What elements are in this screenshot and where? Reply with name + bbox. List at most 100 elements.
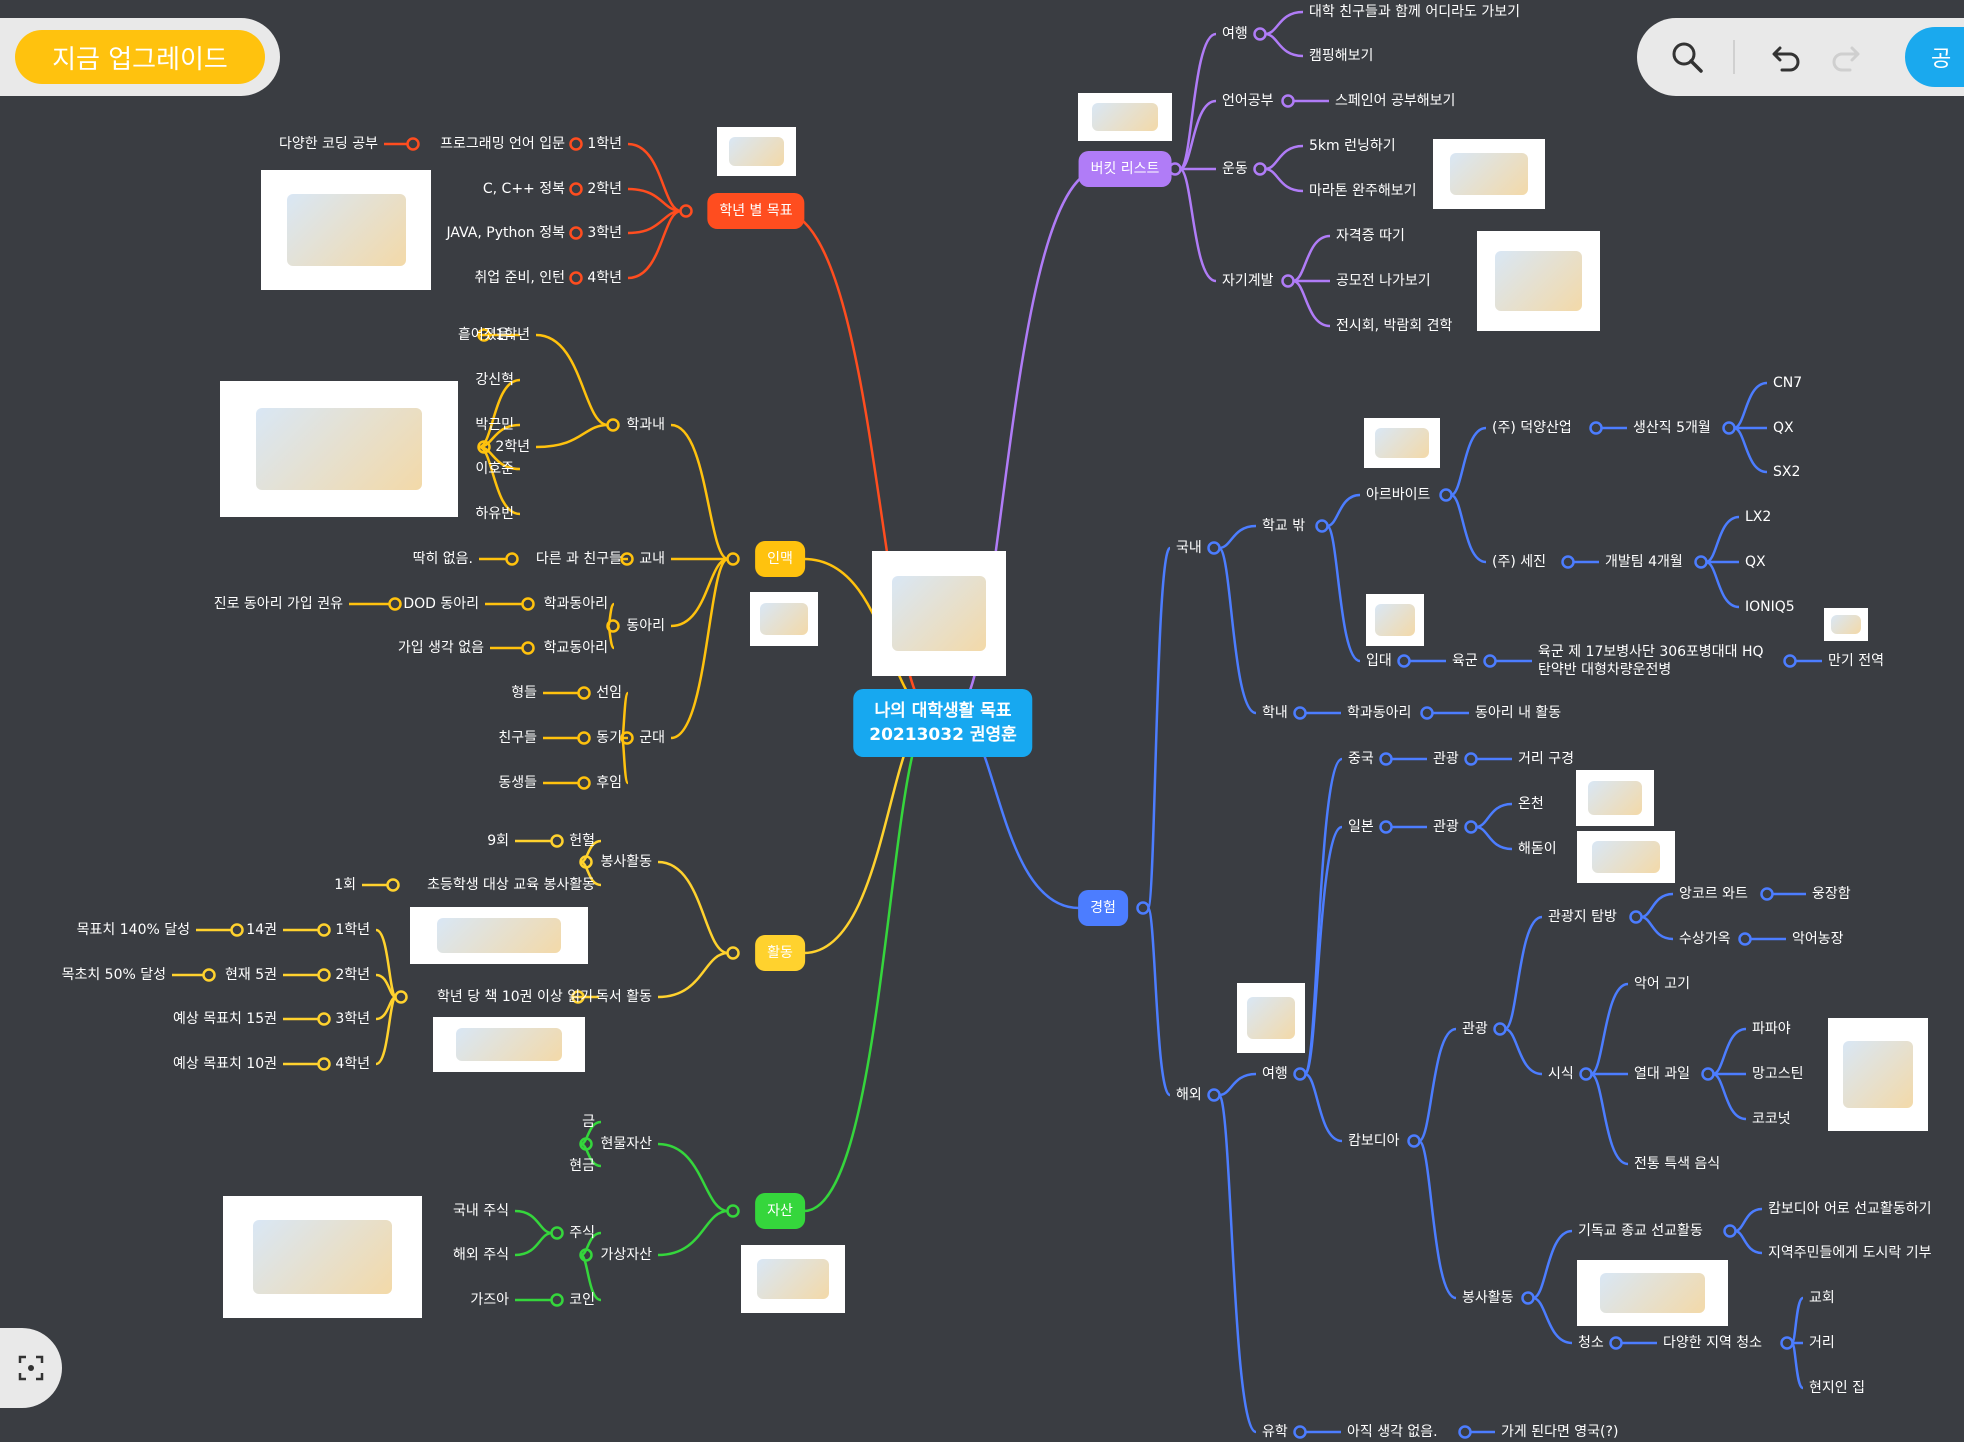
branch-connector[interactable] [317,968,331,982]
main-topic-node[interactable]: 인맥 [755,541,805,577]
mind-map-node[interactable]: 해돋이 [1518,841,1557,857]
branch-connector[interactable] [1464,752,1478,766]
branch-connector[interactable] [1379,752,1393,766]
mind-map-node[interactable]: 교내 [639,551,665,567]
branch-connector[interactable] [1609,1336,1623,1350]
mind-map-node[interactable]: 망고스틴 [1752,1066,1804,1082]
node-image[interactable] [741,1245,845,1313]
mind-map-node[interactable]: 중국 [1348,751,1374,767]
mind-map-node[interactable]: 목초치 50% 달성 [61,967,166,983]
mind-map-node[interactable]: 학년 당 책 10권 이상 읽기 [437,989,593,1005]
mind-map-node[interactable]: 악어 고기 [1634,976,1690,992]
mind-map-node[interactable]: 자격증 따기 [1336,228,1405,244]
mind-map-node[interactable]: C, C++ 정복 [482,181,565,197]
mind-map-node[interactable]: 가입 생각 없음 [397,640,484,656]
branch-connector[interactable] [317,1057,331,1071]
branch-connector[interactable] [726,552,740,566]
branch-connector[interactable] [1407,1134,1421,1148]
branch-connector[interactable] [1207,1088,1221,1102]
mind-map-node[interactable]: 여행 [1222,26,1248,42]
branch-connector[interactable] [388,597,402,611]
mind-map-node[interactable]: 예상 목표치 10권 [173,1056,277,1072]
mind-map-node[interactable]: 아직 생각 없음. [1347,1424,1438,1440]
mind-map-node[interactable]: 관광 [1462,1021,1488,1037]
mind-map-node[interactable]: 동아리 [626,618,665,634]
branch-connector[interactable] [521,641,535,655]
mind-map-node[interactable]: 2학년 [335,967,370,983]
upgrade-button[interactable]: 지금 업그레이드 [15,30,265,84]
branch-connector[interactable] [726,946,740,960]
mind-map-node[interactable]: 동생들 [498,775,537,791]
branch-connector[interactable] [406,137,420,151]
main-topic-node[interactable]: 자산 [755,1193,805,1229]
mind-map-node[interactable]: 캠핑해보기 [1309,48,1374,64]
mind-map-node[interactable]: 관광지 탐방 [1548,909,1617,925]
mind-map-node[interactable]: 청소 [1578,1335,1604,1351]
branch-connector[interactable] [1629,910,1643,924]
branch-connector[interactable] [505,552,519,566]
mind-map-node[interactable]: 수상가옥 [1679,931,1731,947]
undo-icon[interactable] [1767,37,1807,77]
branch-connector[interactable] [569,182,583,196]
node-image[interactable] [1237,983,1305,1053]
mind-map-node[interactable]: 목표치 140% 달성 [76,922,190,938]
mind-map-node[interactable]: 아르바이트 [1366,487,1431,503]
mind-map-node[interactable]: 악어농장 [1792,931,1844,947]
mind-map-node[interactable]: 캄보디아 어로 선교활동하기 [1768,1201,1932,1217]
mind-map-node[interactable]: 프로그래밍 언어 입문 [440,136,565,152]
branch-connector[interactable] [606,418,620,432]
mind-map-node[interactable]: 주식 [569,1225,595,1241]
branch-connector[interactable] [386,878,400,892]
node-image[interactable] [717,127,796,176]
mind-map-node[interactable]: 웅장함 [1812,886,1851,902]
node-image[interactable] [1366,594,1424,646]
mind-map-node[interactable]: 학교동아리 [543,640,608,656]
mind-map-node[interactable]: 학과내 [626,417,665,433]
mind-map-node[interactable]: 전시회, 박람회 견학 [1336,318,1453,334]
mind-map-node[interactable]: 가즈아 [470,1292,509,1308]
mind-map-node[interactable]: 현물자산 [600,1136,652,1152]
branch-connector[interactable] [550,834,564,848]
mind-map-node[interactable]: 육군 [1452,653,1478,669]
main-topic-node[interactable]: 학년 별 목표 [707,193,805,229]
mind-map-node[interactable]: 일본 [1348,819,1374,835]
mind-map-node[interactable]: 흩어졌음. [458,327,514,343]
branch-connector[interactable] [1483,654,1497,668]
mind-map-node[interactable]: 언어공부 [1222,93,1274,109]
branch-connector[interactable] [1723,1224,1737,1238]
mind-map-node[interactable]: SX2 [1773,464,1801,480]
branch-connector[interactable] [550,1226,564,1240]
mind-map-node[interactable]: 군대 [639,730,665,746]
mind-map-node[interactable]: 예상 목표치 15권 [173,1011,277,1027]
mind-map-node[interactable]: 5km 런닝하기 [1309,138,1396,154]
mind-map-node[interactable]: 3학년 [587,225,622,241]
node-image[interactable] [872,551,1006,676]
mind-map-node[interactable]: 캄보디아 [1348,1133,1400,1149]
mind-map-node[interactable]: 해외 주식 [453,1247,509,1263]
mind-map-node[interactable]: 2학년 [495,439,530,455]
share-button[interactable]: 공 [1905,27,1964,87]
mind-map-node[interactable]: 다른 과 친구들 [535,551,622,567]
mind-map-node[interactable]: 진로 동아리 가입 권유 [213,596,343,612]
branch-connector[interactable] [1293,706,1307,720]
mind-map-node[interactable]: 파파야 [1752,1021,1791,1037]
branch-connector[interactable] [202,968,216,982]
mind-map-node[interactable]: 딱히 없음. [412,551,473,567]
mind-map-node[interactable]: 선임 [596,685,622,701]
mind-map-node[interactable]: 학내 [1262,705,1288,721]
node-image[interactable] [223,1196,422,1318]
mind-map-node[interactable]: IONIQ5 [1745,599,1795,615]
branch-connector[interactable] [1397,654,1411,668]
mind-map-node[interactable]: QX [1745,554,1766,570]
mind-map-node[interactable]: 3학년 [335,1011,370,1027]
branch-connector[interactable] [1379,820,1393,834]
mind-map-node[interactable]: 지역주민들에게 도시락 기부 [1768,1245,1932,1261]
mind-map-node[interactable]: 다양한 코딩 공부 [278,136,378,152]
branch-connector[interactable] [1253,162,1267,176]
mind-map-node[interactable]: 대학 친구들과 함께 어디라도 가보기 [1309,4,1520,20]
mind-map-node[interactable]: 기독교 종교 선교활동 [1578,1223,1703,1239]
mind-map-node[interactable]: 여행 [1262,1066,1288,1082]
node-image[interactable] [1576,770,1654,826]
mind-map-node[interactable]: 4학년 [335,1056,370,1072]
